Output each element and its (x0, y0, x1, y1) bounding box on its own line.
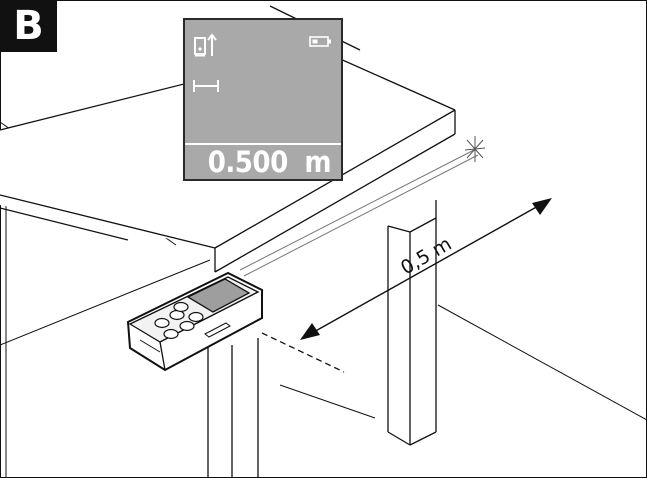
battery-icon (309, 36, 331, 47)
measurement-reading: 0.500 m (207, 145, 332, 179)
laser-target-mark (464, 136, 486, 162)
dimension-arrow (300, 198, 552, 340)
reference-extension-line (261, 332, 345, 373)
laser-beam (239, 149, 479, 277)
length-measurement-icon (193, 80, 219, 92)
reference-point-rear-icon (194, 33, 217, 57)
display-divider (185, 143, 341, 145)
reading-unit: m (304, 145, 331, 179)
device-display: 0.500 m (183, 18, 343, 181)
figure-label: B (0, 0, 57, 52)
reading-value: 0.500 (207, 145, 289, 179)
laser-measure-device (126, 271, 263, 372)
